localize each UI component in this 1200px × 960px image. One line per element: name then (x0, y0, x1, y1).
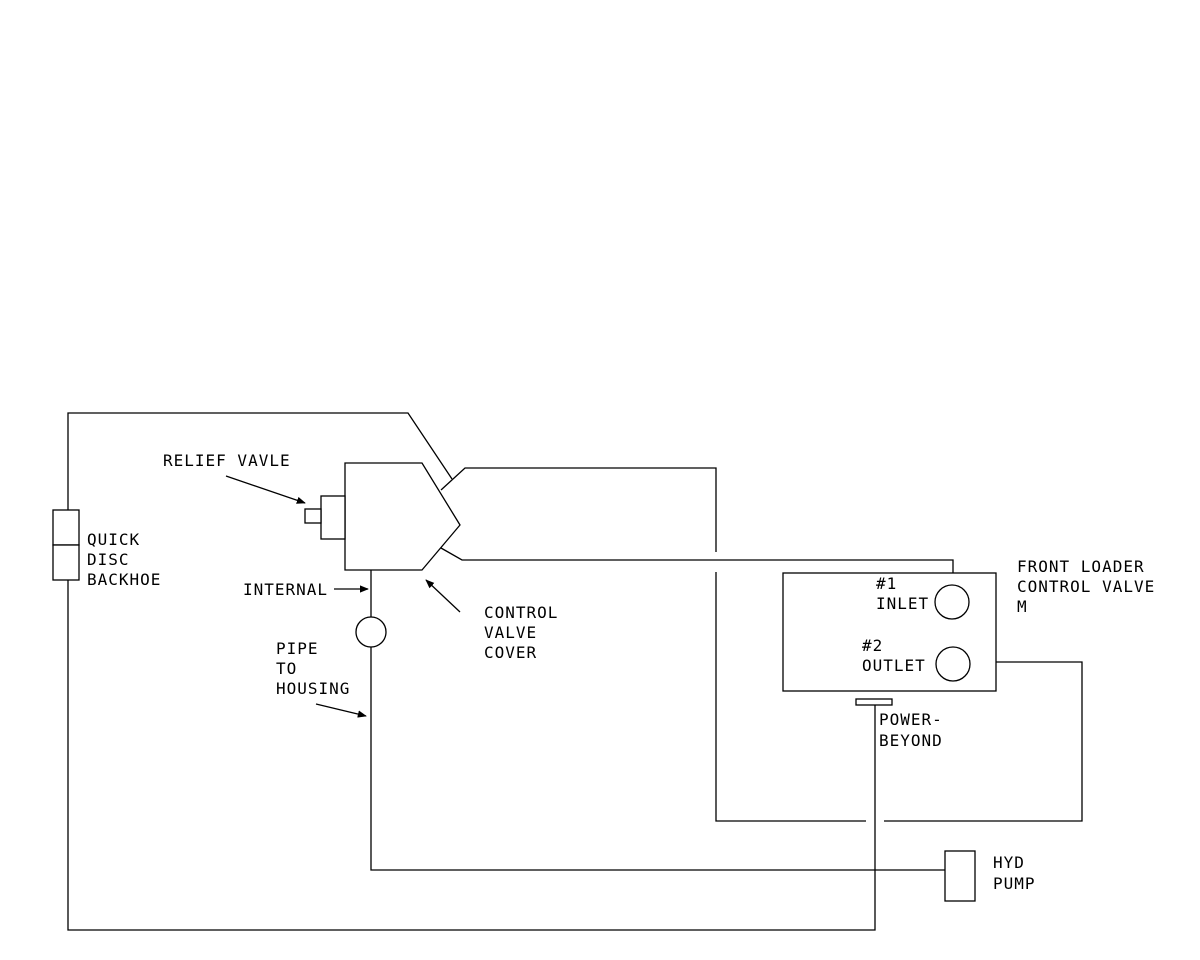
front-loader-label-1: FRONT LOADER (1017, 557, 1145, 576)
power-beyond-label-2: BEYOND (879, 731, 943, 750)
outlet-label: OUTLET (862, 656, 926, 675)
quick-disc-coupler-top (52, 509, 80, 546)
quick-disc-label-1: QUICK (87, 530, 140, 549)
pipe-to-housing-line (370, 647, 945, 871)
pipe-housing-fitting (355, 616, 387, 648)
relief-valve-body (320, 495, 346, 540)
outlet-number-label: #2 (862, 636, 883, 655)
internal-label: INTERNAL (243, 580, 328, 599)
pipe-to-housing-label-3: HOUSING (276, 679, 350, 698)
power-beyond-port (855, 698, 893, 706)
power-beyond-label-1: POWER- (879, 710, 943, 729)
cover-upper-line (440, 467, 717, 552)
control-valve-cover-label-2: VALVE (484, 623, 537, 642)
quick-disc-label-2: DISC (87, 550, 130, 569)
hyd-pump (944, 850, 976, 902)
front-loader-label-3: M (1017, 597, 1028, 616)
pipe-to-housing-label-2: TO (276, 659, 297, 678)
quick-disc-label-3: BACKHOE (87, 570, 161, 589)
backhoe-return-line (67, 412, 453, 510)
inlet-port (934, 584, 970, 620)
front-loader-label-2: CONTROL VALVE (1017, 577, 1155, 596)
relief-valve-leader (225, 475, 306, 504)
control-valve-cover-leader (425, 579, 461, 613)
control-valve-cover-label-1: CONTROL (484, 603, 558, 622)
control-valve-cover (344, 462, 461, 571)
pipe-to-housing-label-1: PIPE (276, 639, 319, 658)
inlet-label: INLET (876, 594, 929, 613)
outlet-return-line (715, 572, 866, 822)
pipe-to-housing-leader (315, 703, 367, 718)
cover-lower-line (440, 547, 954, 584)
hyd-pump-label-1: HYD (993, 853, 1025, 872)
backhoe-pressure-line (67, 580, 876, 931)
outlet-port (935, 646, 971, 682)
inlet-number-label: #1 (876, 574, 897, 593)
outlet-return-line-right (884, 661, 1083, 822)
relief-valve-cap (304, 508, 322, 524)
control-valve-cover-label-3: COVER (484, 643, 537, 662)
relief-valve-label: RELIEF VAVLE (163, 451, 291, 470)
hyd-pump-label-2: PUMP (993, 874, 1036, 893)
quick-disc-coupler-bottom (52, 544, 80, 581)
